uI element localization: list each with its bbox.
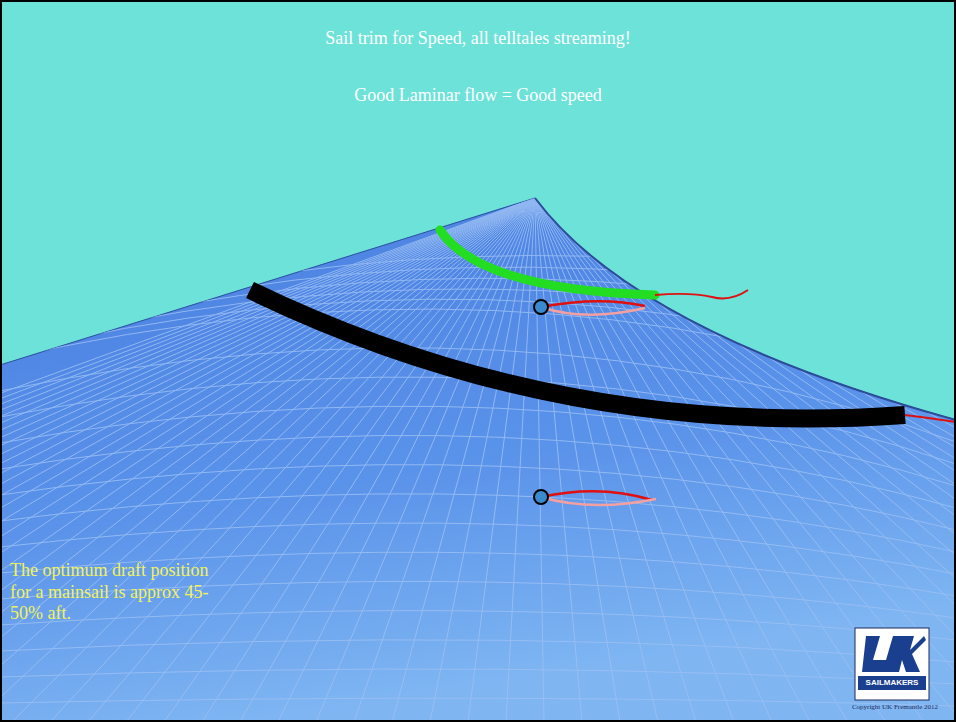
subtitle: Good Laminar flow = Good speed [178,85,778,107]
copyright: Copyright UK Fremantle 2012 [840,704,950,712]
logo-text: SAILMAKERS [858,678,926,688]
note: The optimum draft position for a mainsai… [10,560,215,625]
slide-title: Sail trim for Speed, all telltales strea… [178,28,778,50]
